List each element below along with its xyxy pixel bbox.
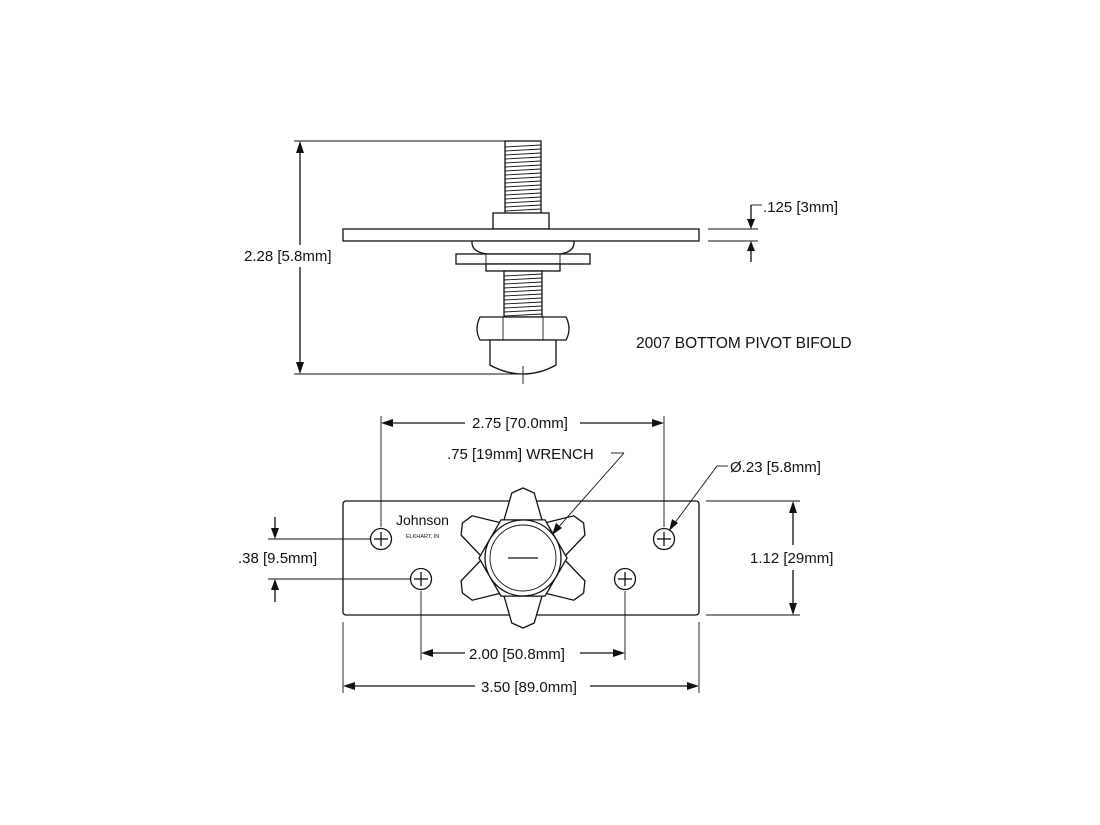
thread-line (504, 188, 542, 192)
overall-height-label: 2.28 [5.8mm] (244, 248, 332, 265)
drawing-title: 2007 BOTTOM PIVOT BIFOLD (636, 335, 852, 352)
thread-line (504, 192, 542, 196)
thread-line (504, 160, 542, 164)
thread-line (504, 168, 542, 172)
thread-line (504, 144, 542, 148)
lock-nut (485, 263, 561, 272)
thread-line (503, 273, 543, 277)
mounting-hole-inner-right (613, 567, 637, 591)
hole-diameter-label: Ø.23 [5.8mm] (730, 459, 821, 476)
thread-line (504, 204, 542, 208)
thread-line (504, 176, 542, 180)
brand-name: Johnson (396, 512, 449, 528)
wrench-size-label: .75 [19mm] WRENCH (447, 446, 594, 463)
plate-length-dimension (342, 622, 700, 693)
plate-thickness-dimension (708, 204, 762, 262)
washer (455, 253, 591, 265)
thread-line (504, 200, 542, 204)
pivot-boss (471, 240, 575, 255)
hole-offset-label: .38 [9.5mm] (238, 550, 317, 567)
threaded-stud-lower (503, 270, 543, 318)
outer-hole-spacing-label: 2.75 [70.0mm] (472, 415, 568, 432)
thread-line (504, 180, 542, 184)
outer-hole-spacing-dimension (380, 416, 665, 527)
thread-line (503, 277, 543, 281)
thread-line (503, 285, 543, 289)
thread-line (503, 281, 543, 285)
mounting-plate-side (342, 228, 700, 242)
hole-offset-dimension (268, 517, 410, 602)
plate-height-label: 1.12 [29mm] (750, 550, 833, 567)
thread-line (504, 184, 542, 188)
mounting-hole-outer-left (369, 527, 393, 551)
mounting-hole-outer-right (652, 527, 676, 551)
thread-line (503, 313, 543, 317)
thread-line (504, 164, 542, 168)
side-view (240, 140, 762, 384)
thread-line (503, 301, 543, 305)
thread-line (504, 156, 542, 160)
thread-line (504, 208, 542, 212)
brand-mark: Johnson ELKHART, IN (396, 512, 449, 540)
thread-line (503, 305, 543, 309)
top-view: Johnson ELKHART, IN (268, 416, 800, 693)
thread-line (503, 293, 543, 297)
threaded-stud-upper (504, 140, 542, 216)
thread-line (503, 309, 543, 313)
overall-height-dimension (240, 140, 523, 375)
inner-hole-spacing-dimension (420, 591, 626, 660)
thread-line (504, 172, 542, 176)
wrench-leader (552, 452, 625, 535)
plate-length-label: 3.50 [89.0mm] (481, 679, 577, 696)
hex-nut (476, 316, 570, 341)
plate-thickness-label: .125 [3mm] (763, 199, 838, 216)
thread-line (503, 297, 543, 301)
thread-line (504, 148, 542, 152)
thread-line (503, 289, 543, 293)
upper-collar (492, 212, 550, 230)
hole-diameter-leader (669, 465, 728, 531)
thread-line (504, 152, 542, 156)
plate-height-dimension (706, 500, 800, 616)
inner-hole-spacing-label: 2.00 [50.8mm] (469, 646, 565, 663)
mounting-hole-inner-left (409, 567, 433, 591)
thread-line (504, 196, 542, 200)
brand-location: ELKHART, IN (406, 534, 439, 540)
